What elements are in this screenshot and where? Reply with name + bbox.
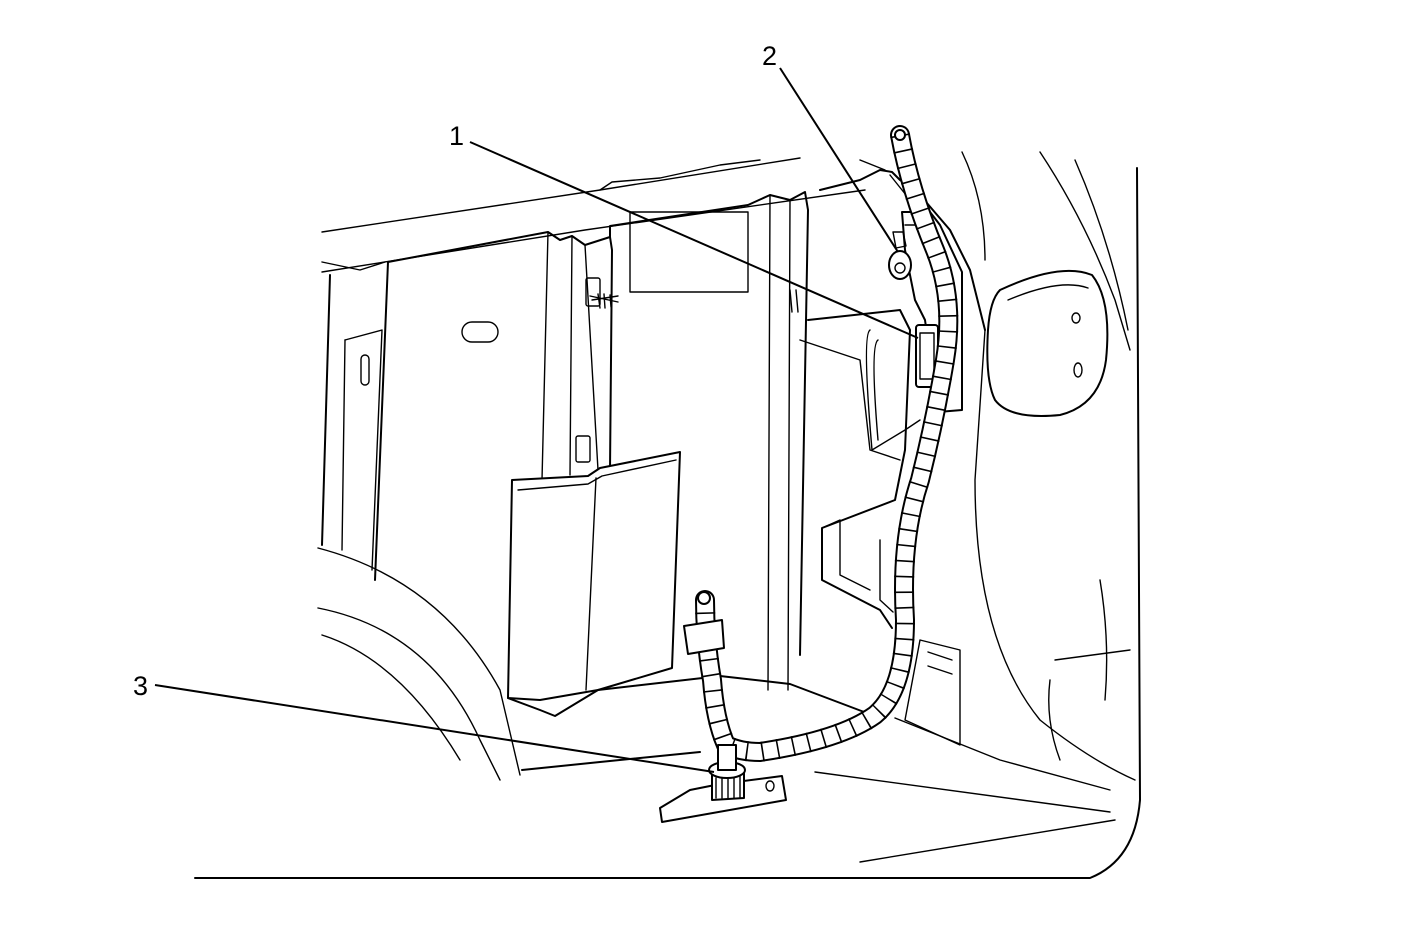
speaker-cover [986, 269, 1109, 417]
callout-3: 3 [133, 671, 148, 701]
left-side-wall [321, 274, 383, 571]
callout-1: 1 [449, 121, 464, 151]
leader-2 [779, 67, 899, 253]
callout-2: 2 [762, 41, 777, 71]
cargo-top-edges [321, 157, 866, 273]
door-frame [904, 151, 1136, 781]
wiring-harness [683, 125, 959, 762]
right-pillar-trim [799, 159, 986, 629]
lower-cover-plate [507, 451, 681, 701]
cabin-floor-edge [317, 547, 881, 776]
seat-back-panel [374, 231, 619, 581]
leader-1 [469, 141, 919, 339]
left-wheel-arch [317, 607, 501, 781]
lower-ground-bolt [659, 744, 787, 823]
upper-ground-bolt [888, 231, 912, 280]
leader-3 [154, 684, 715, 773]
callout-labels: 1 2 3 [133, 41, 777, 701]
callout-leaders [154, 67, 919, 773]
